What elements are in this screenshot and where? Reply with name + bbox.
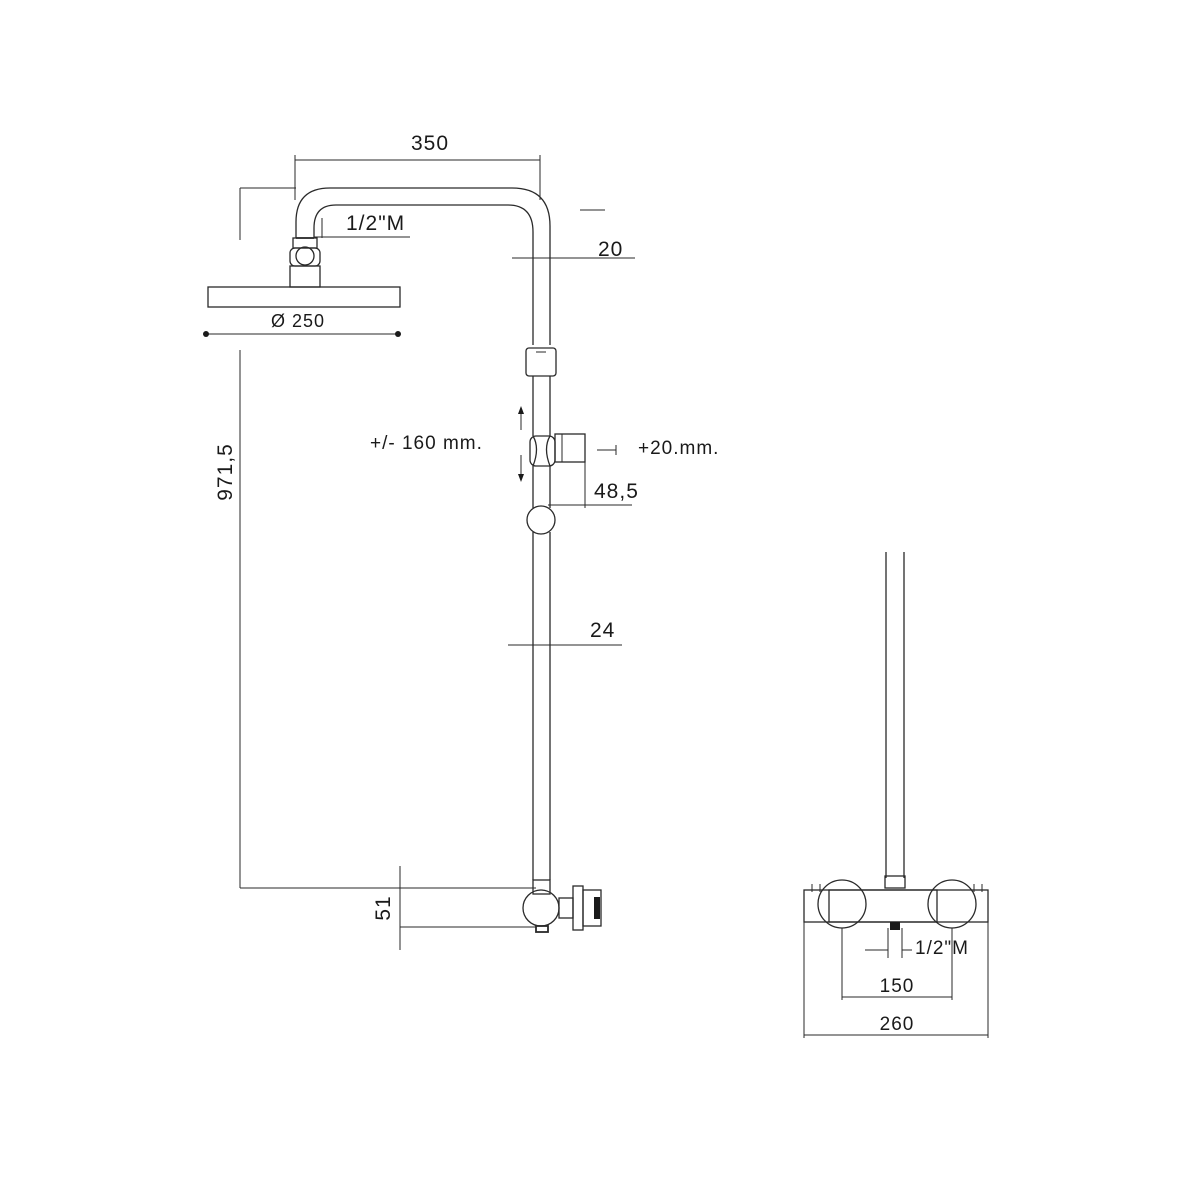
total-height-dimension: 971,5 (214, 350, 536, 889)
shower-arm (295, 187, 551, 345)
arm-length-label: 350 (411, 132, 449, 155)
head-diameter-dimension: Ø 250 (203, 311, 401, 337)
holder-depth-dimension: 48,5 (548, 462, 639, 508)
riser-knob (526, 505, 556, 535)
head-connection-dimension: 1/2"M (239, 187, 410, 240)
valve-height-dimension: 51 (372, 866, 536, 950)
shower-head (207, 286, 401, 308)
head-connector (289, 237, 321, 288)
valve-connection-dimension: 1/2"M (865, 928, 969, 959)
side-view: 350 1/2"M Ø 250 (203, 132, 719, 950)
slider-travel-label: +/- 160 mm. (370, 433, 483, 454)
arm-pipe-label: 20 (598, 238, 623, 261)
front-view: 1/2"M 150 260 (803, 552, 989, 1038)
inlet-centers-label: 150 (880, 976, 915, 997)
riser-diameter-dimension: 24 (508, 619, 622, 646)
valve-height-label: 51 (372, 895, 395, 920)
total-height-label: 971,5 (214, 443, 237, 501)
arm-length-dimension: 350 (294, 132, 541, 200)
holder-offset-indicator: +20.mm. (597, 438, 719, 459)
arm-pipe-dimension: 20 (512, 209, 635, 261)
slider-travel-indicator: +/- 160 mm. (370, 406, 524, 482)
holder-depth-label: 48,5 (594, 480, 639, 503)
head-connection-label: 1/2"M (346, 212, 405, 235)
riser-diameter-label: 24 (590, 619, 615, 642)
valve-side (522, 879, 602, 933)
valve-width-label: 260 (880, 1014, 915, 1035)
riser-pipe (532, 376, 551, 880)
head-diameter-label: Ø 250 (271, 311, 325, 331)
front-riser-clip (884, 875, 906, 889)
riser-collar (525, 347, 557, 377)
valve-width-dimension: 260 (803, 922, 989, 1038)
hand-shower-holder (529, 433, 586, 467)
valve-connection-label: 1/2"M (915, 938, 969, 959)
valve-front (803, 879, 989, 930)
inlet-centers-dimension: 150 (841, 928, 953, 1000)
holder-offset-label: +20.mm. (638, 438, 719, 459)
